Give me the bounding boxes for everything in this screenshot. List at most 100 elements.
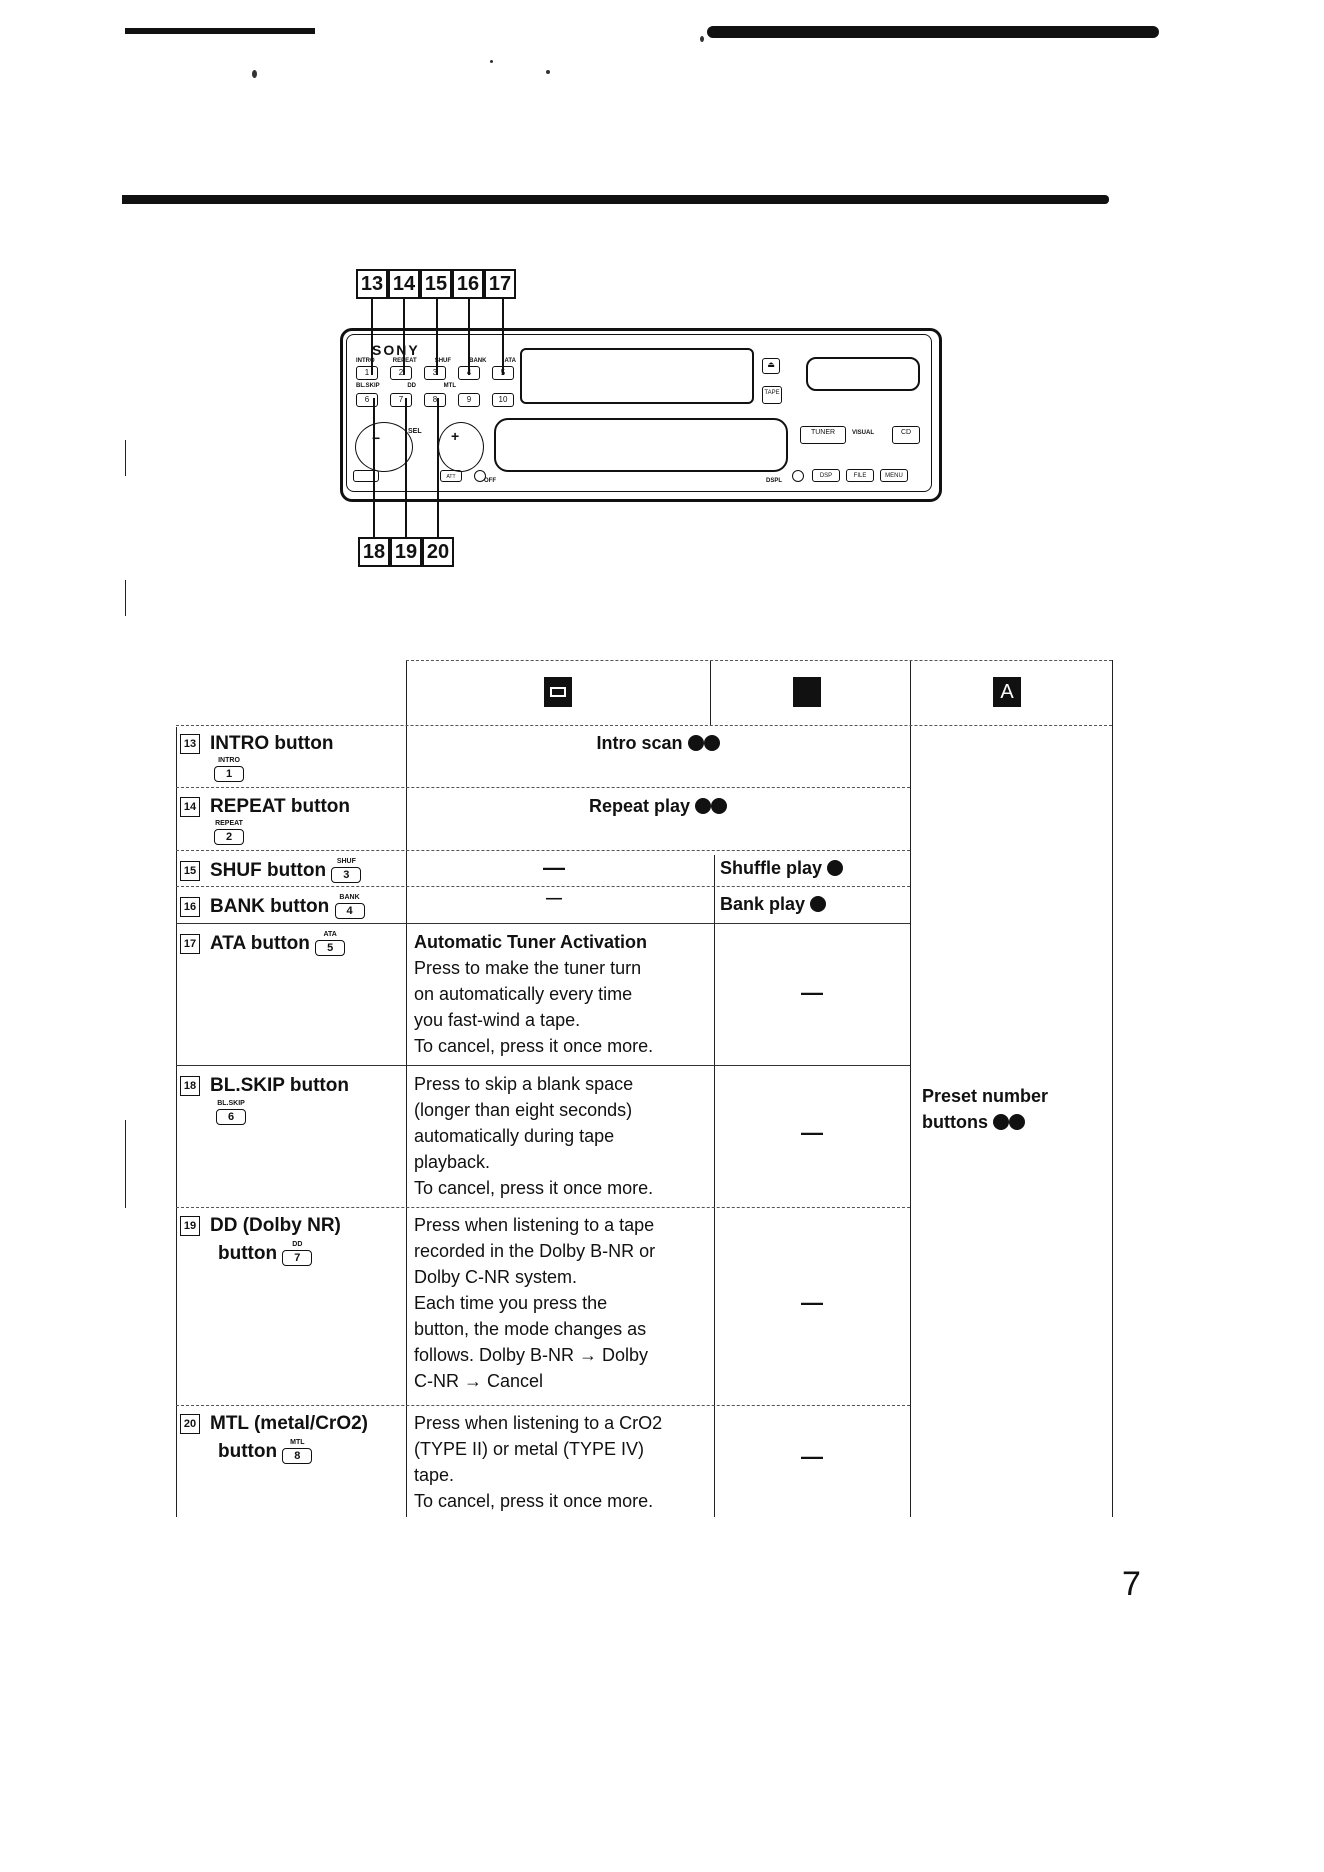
row-line	[176, 1405, 910, 1406]
table-header-line	[176, 725, 1112, 726]
callout-19: 19	[390, 537, 422, 567]
att-button[interactable]: ATT	[440, 470, 462, 482]
leader-line	[468, 297, 470, 375]
label-shuf: SHUF	[434, 358, 452, 364]
row-label-text: REPEAT button	[210, 796, 351, 817]
row-line	[176, 850, 910, 851]
ata-cd-dash: —	[801, 980, 823, 1005]
dspl-label: DSPL	[766, 478, 783, 484]
page-ref-icon	[703, 735, 720, 751]
preset-4-button[interactable]: 4	[458, 366, 480, 380]
key-cap-label: BANK	[339, 894, 360, 901]
row-label-text: SHUF button	[210, 860, 327, 881]
preset-8-button[interactable]: 8	[424, 393, 446, 407]
key-number: 7	[294, 1252, 301, 1264]
row-line	[176, 1207, 910, 1208]
bottom-button-row: 6 7 8 9 10	[356, 393, 514, 407]
upper-display	[520, 348, 754, 404]
key-number: 2	[225, 831, 233, 843]
minus-label: −	[372, 430, 381, 446]
preset-7-button[interactable]: 7	[390, 393, 412, 407]
preset-6-button[interactable]: 6	[356, 393, 378, 407]
leader-line	[371, 297, 373, 375]
page-ref-icon	[711, 798, 728, 814]
callout-16: 16	[452, 269, 484, 299]
key-cap-label: DD	[292, 1241, 303, 1248]
sel-label: SEL	[408, 428, 422, 435]
shuffle-play-text: Shuffle play	[720, 858, 823, 878]
cd-button[interactable]: CD	[892, 426, 920, 444]
table-top-line	[406, 660, 1112, 661]
leader-line	[436, 297, 438, 375]
print-speck	[546, 70, 550, 74]
callout-14: 14	[388, 269, 420, 299]
panel-outline	[340, 328, 942, 502]
intro-scan-cell: Intro scan	[406, 733, 910, 754]
top-rule-left	[125, 28, 315, 34]
repeat-play-cell: Repeat play	[406, 796, 910, 817]
volume-knob-right[interactable]	[438, 422, 484, 472]
off-button[interactable]	[474, 470, 486, 482]
margin-mark	[125, 440, 126, 476]
row-label-text: BANK button	[210, 896, 330, 917]
ata-title: Automatic Tuner Activation	[414, 932, 648, 952]
bank-play-cell: Bank play	[720, 894, 827, 915]
key-cap-label: MTL	[290, 1439, 305, 1446]
row-label-text: button	[218, 1243, 278, 1264]
callout-15: 15	[420, 269, 452, 299]
key-cap-label: INTRO	[218, 757, 240, 764]
preset-1-button[interactable]: 1	[356, 366, 378, 380]
tape-button[interactable]: TAPE	[762, 386, 782, 404]
preset-5-button[interactable]: 5	[492, 366, 514, 380]
key-number: 3	[343, 869, 350, 881]
label-mtl: MTL	[443, 383, 456, 389]
table-divider	[406, 660, 407, 1517]
page-ref-icon	[1009, 1114, 1025, 1130]
dsp-button[interactable]: DSP	[812, 469, 840, 482]
leader-line	[403, 297, 405, 375]
tape-mode-icon	[544, 677, 572, 707]
row-line	[176, 886, 910, 887]
menu-button[interactable]: MENU	[880, 469, 908, 482]
page-ref-icon	[993, 1114, 1009, 1130]
brand-logo: SONY	[372, 342, 420, 358]
leader-line	[373, 398, 375, 538]
volume-knob-left[interactable]	[355, 422, 413, 472]
row-line	[176, 1065, 910, 1066]
blskip-cd-dash: —	[801, 1120, 823, 1145]
preset-3-button[interactable]: 3	[424, 366, 446, 380]
tuner-button[interactable]: TUNER	[800, 426, 846, 444]
source-button[interactable]	[353, 470, 379, 482]
row-number: 15	[180, 861, 200, 881]
dolby-description: Press when listening to a tape recorded …	[414, 1212, 706, 1394]
section-rule	[122, 195, 1109, 204]
preset-10-button[interactable]: 10	[492, 393, 514, 407]
text-line: To cancel, press it once more.	[414, 1036, 654, 1056]
cd-mode-icon	[793, 677, 821, 707]
row-label-text: DD (Dolby NR)	[210, 1215, 341, 1236]
file-button[interactable]: FILE	[846, 469, 874, 482]
page-ref-icons	[687, 733, 720, 754]
row-label-text: ATA button	[210, 933, 310, 954]
preset-9-button[interactable]: 9	[458, 393, 480, 407]
text-line: automatically during tape	[414, 1126, 615, 1146]
page-ref-icons	[993, 1109, 1025, 1135]
row-number: 13	[180, 734, 200, 754]
eject-icon[interactable]: ⏏	[762, 358, 780, 374]
preset-text-line1: Preset number	[922, 1086, 1049, 1106]
text-line: Press to make the tuner turn	[414, 958, 642, 978]
off-label: OFF	[484, 478, 496, 484]
dspl-button[interactable]	[792, 470, 804, 482]
text-line: recorded in the Dolby B-NR or	[414, 1241, 656, 1261]
text-line: you fast-wind a tape.	[414, 1010, 581, 1030]
preset-2-button[interactable]: 2	[390, 366, 412, 380]
callout-13: 13	[356, 269, 388, 299]
